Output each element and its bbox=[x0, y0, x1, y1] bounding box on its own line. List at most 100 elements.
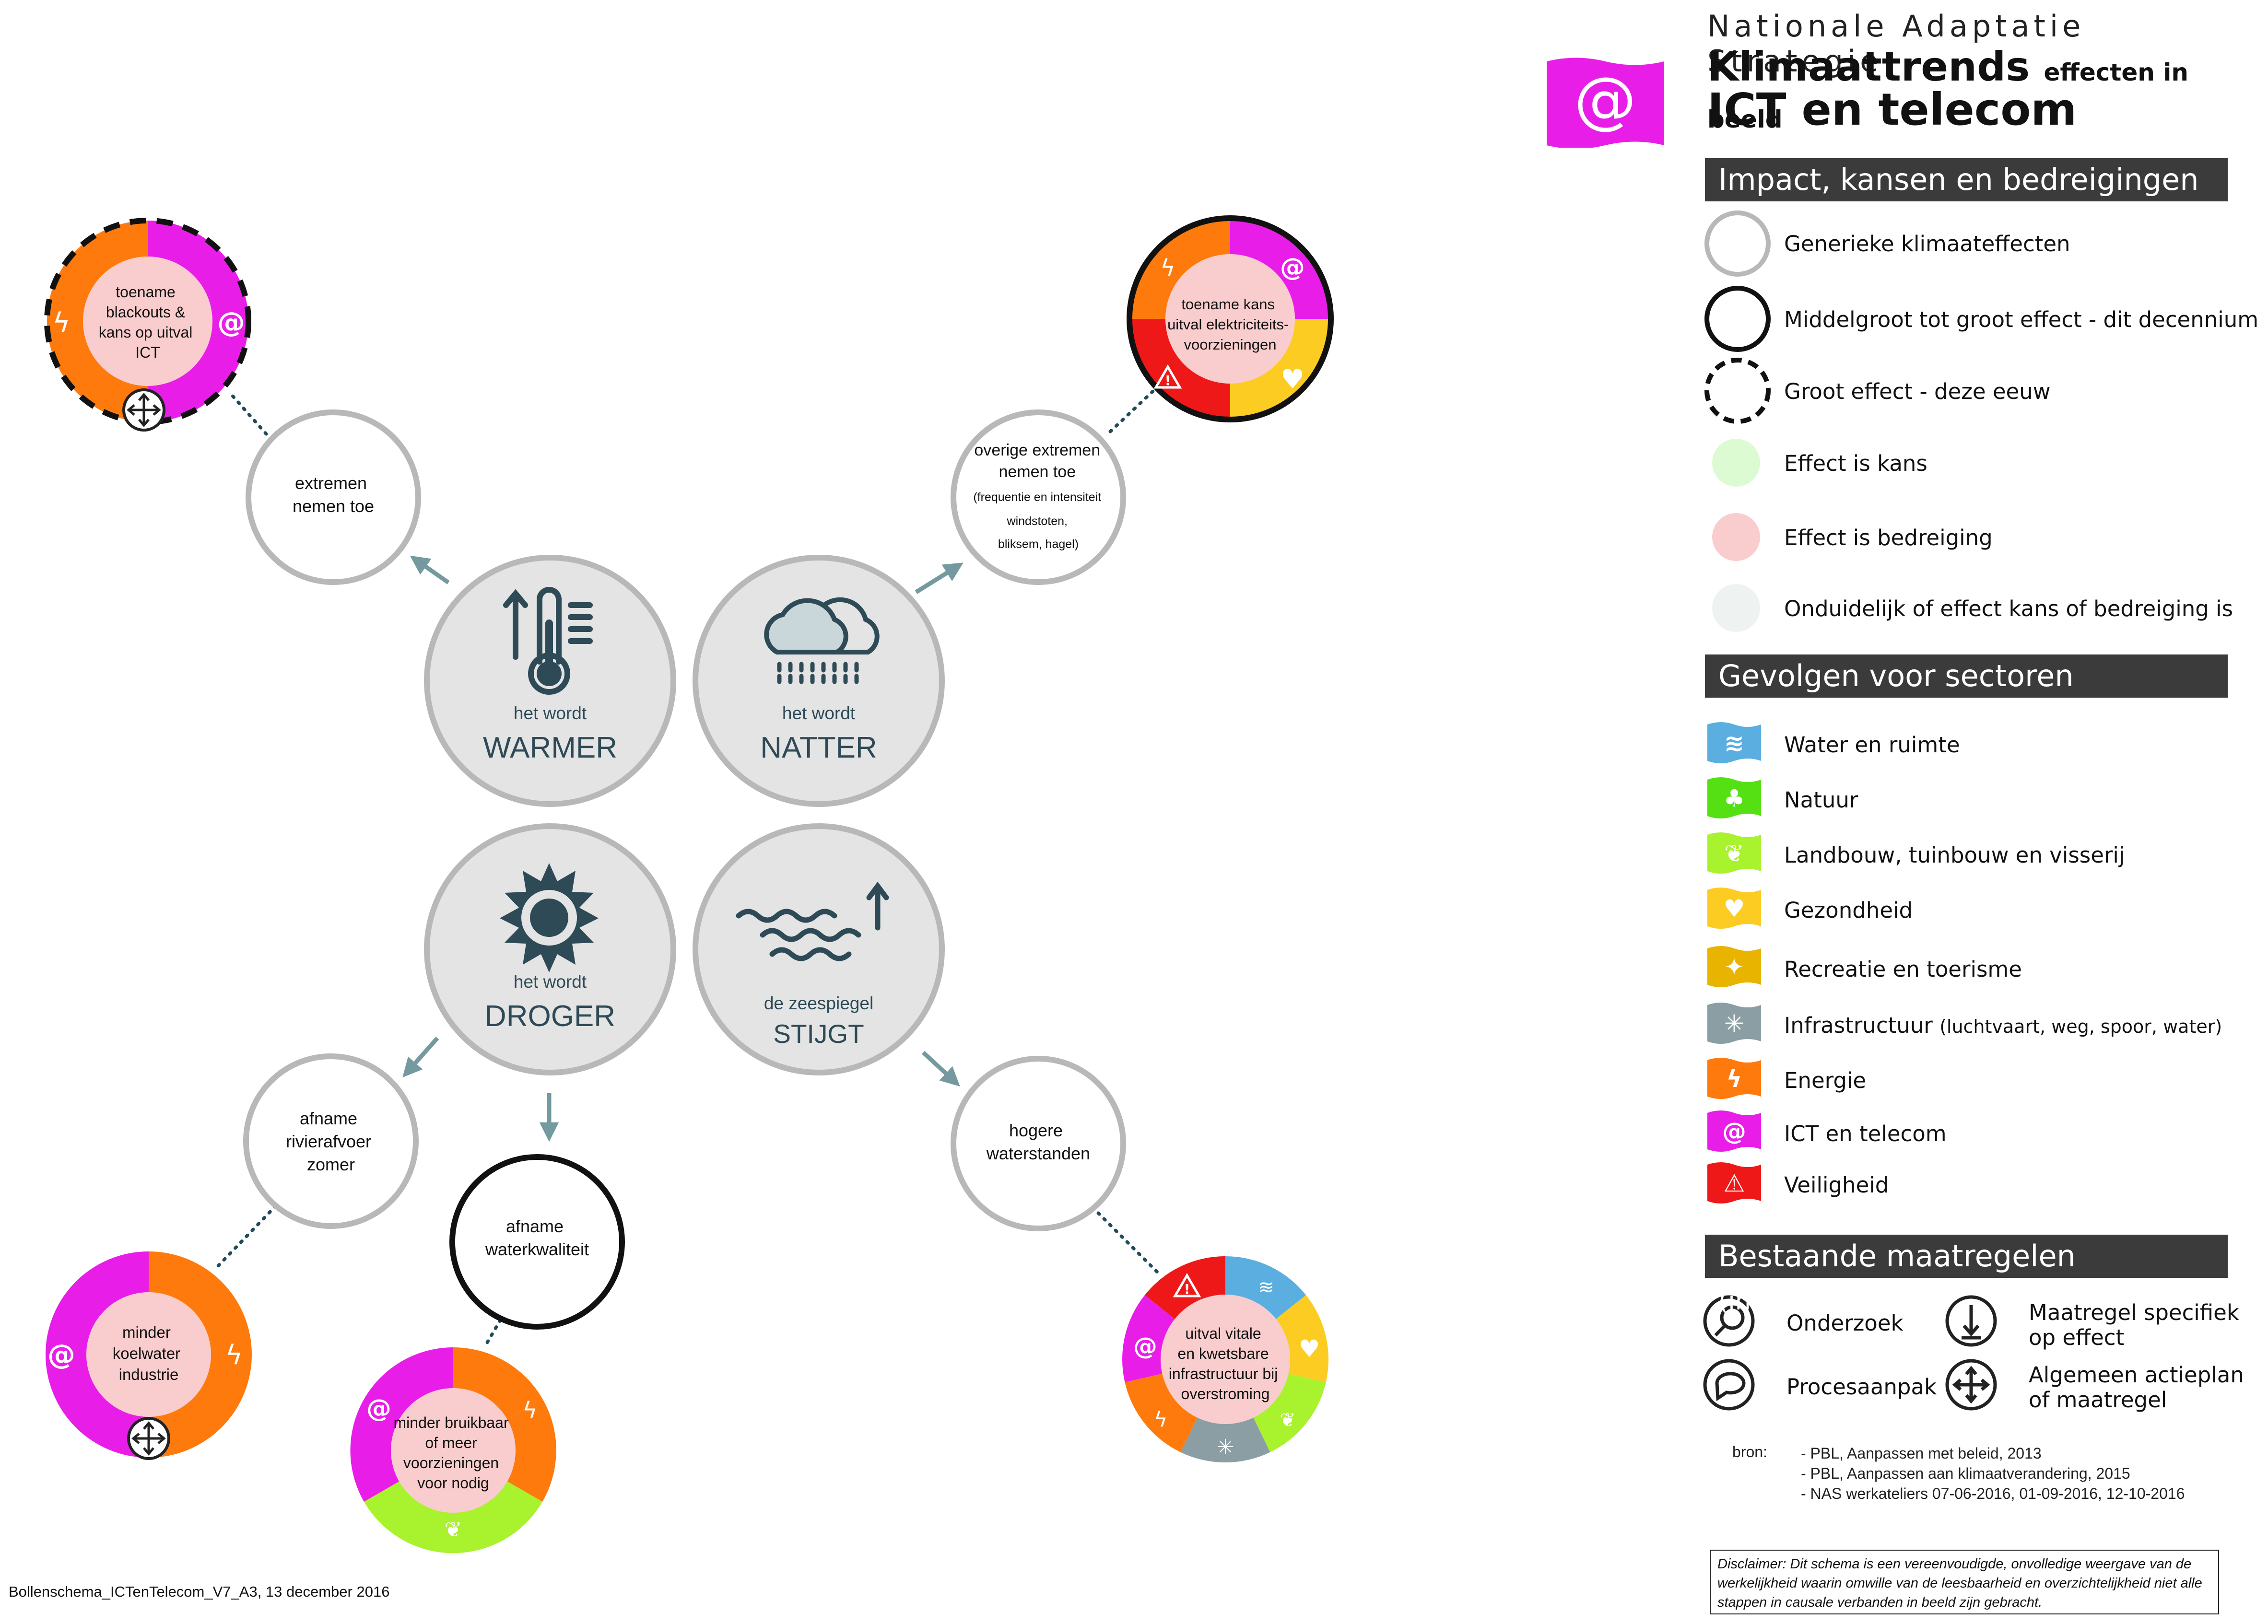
legend-impact-item-4: Effect is bedreiging bbox=[1784, 525, 1993, 550]
impact-elektriciteit-line3: voorzieningen bbox=[1184, 336, 1276, 353]
segment-veiligheid bbox=[1144, 1256, 1225, 1322]
segment-landbouw bbox=[1251, 1372, 1326, 1452]
impact-elektriciteit-line2: uitval elektriciteits- bbox=[1167, 316, 1289, 333]
impact-koelwater-line2: koelwater bbox=[113, 1344, 180, 1362]
svg-text:!: ! bbox=[1165, 373, 1171, 388]
legend-sector-badge bbox=[1707, 1058, 1761, 1099]
lightning-icon: ϟ bbox=[522, 1397, 538, 1424]
impact-blackouts: ϟ @ toename blackouts & kans op uitval I… bbox=[44, 218, 251, 432]
lightning-icon: ϟ bbox=[53, 307, 71, 339]
svg-text:toename blackouts &: toename blackouts & kans op uitval ICT bbox=[99, 283, 197, 361]
header-title-main: Klimaattrends bbox=[1707, 43, 2030, 90]
svg-text:afname waterkwaliteit: afname waterkwaliteit bbox=[485, 1216, 589, 1259]
disclaimer: Disclaimer: Dit schema is een vereenvoud… bbox=[1710, 1550, 2219, 1614]
legend-sector-item-1: Natuur bbox=[1784, 787, 1858, 813]
warning-icon: ! bbox=[1173, 1273, 1201, 1297]
trend-stijgt-label: STIJGT bbox=[773, 1019, 864, 1049]
impact-elektriciteit-line1: toename kans bbox=[1181, 296, 1275, 313]
impact-infrastructuur-line1: uitval vitale bbox=[1185, 1325, 1261, 1342]
legend-sector-item-6: Energie bbox=[1784, 1068, 1867, 1093]
trend-warmer: het wordt WARMER bbox=[424, 555, 676, 807]
svg-text:toename kans uitval elek: toename kans uitval elektriciteits- voor… bbox=[1167, 296, 1293, 353]
connector-extremen-blackouts bbox=[228, 391, 268, 436]
effect-extremen: extremen nemen toe bbox=[246, 409, 421, 585]
connector-rivierafvoer-koelwater bbox=[216, 1204, 278, 1268]
effect-overige-small1: (frequentie en intensiteit bbox=[973, 491, 1101, 504]
impact-koelwater-line3: industrie bbox=[119, 1366, 179, 1383]
at-sign-icon: @ bbox=[217, 306, 245, 339]
arrow-stijgt-waterstanden bbox=[921, 1051, 960, 1087]
legend-measure-specifiek-line2: op effect bbox=[2029, 1325, 2125, 1350]
segment-energie bbox=[1125, 1372, 1199, 1452]
legend-impact-icons bbox=[1704, 210, 1771, 632]
effect-rivierafvoer-line1: afname bbox=[300, 1109, 357, 1128]
legend-sector-badge bbox=[1707, 1162, 1761, 1203]
legend-measure-icons bbox=[1703, 1295, 1997, 1411]
impact-bruikbaar-line4: voor nodig bbox=[417, 1474, 489, 1492]
trend-stijgt-prefix: de zeespiegel bbox=[764, 993, 873, 1013]
effect-waterstanden-line1: hogere bbox=[1009, 1121, 1063, 1140]
legend-sector-item-2: Landbouw, tuinbouw en visserij bbox=[1784, 842, 2125, 868]
impact-bruikbaar: @ ϟ ❦ minder bruikbaar of meer voorzieni… bbox=[350, 1347, 556, 1554]
svg-text:minder koelwater i: minder koelwater industrie bbox=[113, 1323, 185, 1383]
impact-blackouts-line2: blackouts & bbox=[106, 304, 185, 321]
at-sign-icon: @ bbox=[1722, 1118, 1746, 1145]
impact-blackouts-line1: toename bbox=[116, 283, 176, 301]
segment-ict bbox=[46, 1251, 149, 1458]
trend-warmer-prefix: het wordt bbox=[514, 703, 587, 723]
legend-measures-title: Bestaande maatregelen (incompleet) bbox=[1705, 1235, 2228, 1316]
svg-text:uitval vitale en kwetsba: uitval vitale en kwetsbare infrastructuu… bbox=[1169, 1325, 1282, 1402]
effect-overige: overige extremen nemen toe (frequentie e… bbox=[951, 409, 1126, 585]
effect-waterstanden-line2: waterstanden bbox=[986, 1144, 1090, 1163]
segment-ict bbox=[148, 221, 248, 422]
header-sector-title: ICT en telecom bbox=[1707, 84, 2077, 135]
at-sign-icon: @ bbox=[47, 1338, 75, 1371]
segment-energie bbox=[149, 1251, 252, 1458]
wheat-icon: ❦ bbox=[1280, 1409, 1296, 1431]
trend-droger-prefix: het wordt bbox=[514, 972, 587, 992]
effect-waterstanden: hogere waterstanden bbox=[951, 1056, 1126, 1231]
legend-impact-item-5: Onduidelijk of effect kans of bedreiging… bbox=[1784, 596, 2233, 621]
warning-icon: ⚠ bbox=[1724, 1169, 1745, 1197]
lightning-icon: ϟ bbox=[1160, 255, 1175, 281]
legend-sector-badge bbox=[1707, 832, 1761, 874]
segment-energie bbox=[453, 1347, 542, 1420]
thermometer-icon bbox=[503, 587, 593, 695]
impact-infrastructuur-line2: en kwetsbare bbox=[1177, 1345, 1269, 1362]
svg-text:minder bruikbaar of meer: minder bruikbaar of meer voorzieningen v… bbox=[394, 1414, 513, 1492]
legend-impact-item-2: Groot effect - deze eeuw bbox=[1784, 379, 2051, 404]
at-sign-icon: @ bbox=[1280, 253, 1305, 282]
four-arrows-icon bbox=[1945, 1359, 1997, 1411]
footer-filename: Bollenschema_ICTenTelecom_V7_A3, 13 dece… bbox=[9, 1583, 390, 1600]
legend-impact-item-1: Middelgroot tot groot effect - dit decen… bbox=[1784, 307, 2259, 332]
sources-label: bron: bbox=[1732, 1443, 1767, 1460]
legend-sector-badge bbox=[1707, 888, 1761, 929]
effect-rivierafvoer-line2: rivierafvoer bbox=[286, 1132, 371, 1151]
wheat-icon: ❦ bbox=[1724, 840, 1744, 867]
connector-overige-elektriciteit bbox=[1108, 389, 1155, 433]
legend-sector-icons: ≋♣❦♥✦✳ϟ@⚠ bbox=[1707, 722, 1761, 1203]
effect-rivierafvoer-line3: zomer bbox=[307, 1155, 355, 1174]
segment-ict bbox=[350, 1347, 453, 1502]
tree-icon: ♣ bbox=[1724, 784, 1745, 812]
at-sign-icon: @ bbox=[1574, 63, 1636, 136]
airplane-icon: ✳ bbox=[1217, 1435, 1234, 1460]
svg-text:extremen nemen toe: extremen nemen toe bbox=[293, 473, 374, 516]
legend-impact-title: Impact, kansen en bedreigingen bbox=[1705, 158, 2228, 201]
legend-bedreiging-dot bbox=[1712, 513, 1760, 561]
trend-droger-label: DROGER bbox=[485, 1000, 615, 1033]
arrow-warmer-extremen bbox=[410, 555, 450, 584]
legend-impact-item-3: Effect is kans bbox=[1784, 451, 1927, 476]
speech-bubble-icon bbox=[1703, 1359, 1755, 1411]
at-sign-icon: @ bbox=[366, 1394, 391, 1423]
legend-measure-specifiek-line1: Maatregel specifiek bbox=[2029, 1300, 2239, 1325]
legend-measures-title-main: Bestaande maatregelen bbox=[1718, 1238, 2076, 1273]
arrow-natter-overige bbox=[915, 562, 964, 594]
legend-sectors-title: Gevolgen voor sectoren bbox=[1705, 654, 2228, 698]
trend-natter: het wordt NATTER bbox=[693, 555, 945, 807]
heart-icon: ♥ bbox=[1724, 895, 1745, 923]
segment-energie bbox=[47, 221, 148, 422]
lightning-icon: ϟ bbox=[1153, 1407, 1167, 1432]
